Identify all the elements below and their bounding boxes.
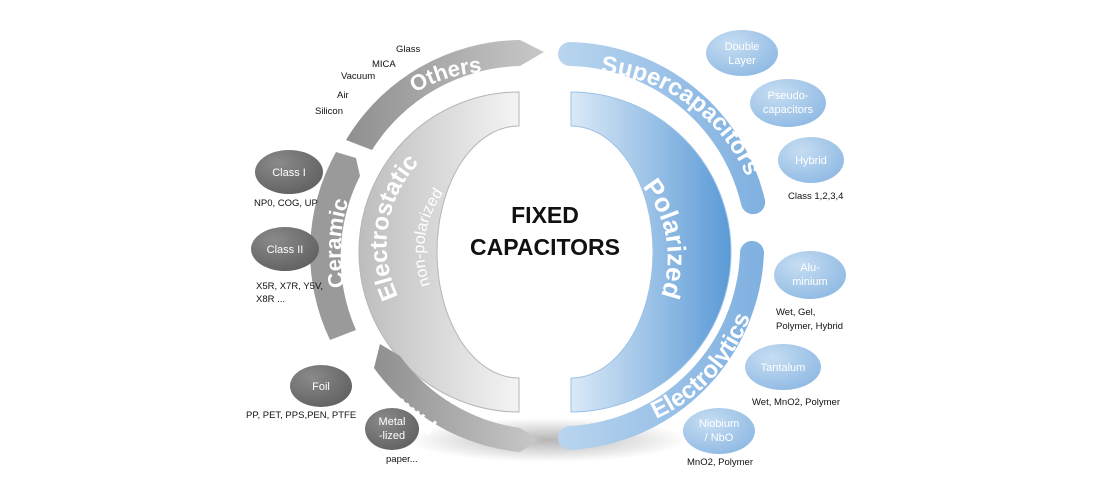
class2-bubble xyxy=(251,227,319,271)
electrostatic-half xyxy=(358,91,520,413)
center-title-line2: CAPACITORS xyxy=(470,234,620,260)
hybrid-label: Hybrid xyxy=(795,155,827,167)
aluminium-line2: minium xyxy=(792,276,827,288)
ceramic-band xyxy=(310,152,360,340)
double-layer-line1: Double xyxy=(725,41,760,53)
class1-bubble xyxy=(255,150,323,194)
metalized-label-line1: Metal xyxy=(379,416,406,428)
center-title-line1: FIXED xyxy=(511,202,579,228)
metalized-label-line2: -lized xyxy=(379,430,405,442)
others-item-vacuum: Vacuum xyxy=(341,71,375,82)
niobium-line1: Niobium xyxy=(699,418,739,430)
niobium-detail: MnO2, Polymer xyxy=(687,457,753,468)
tantalum-label: Tantalum xyxy=(761,362,806,374)
center-disc xyxy=(477,177,613,313)
metalized-bubble xyxy=(365,408,419,450)
others-item-glass: Glass xyxy=(396,44,421,55)
class2-detail-line1: X5R, X7R, Y5V, xyxy=(256,281,323,292)
pseudo-line1: Pseudo- xyxy=(768,90,809,102)
hybrid-detail: Class 1,2,3,4 xyxy=(788,191,843,202)
film-band xyxy=(374,344,538,452)
tantalum-bubble xyxy=(745,344,821,390)
class1-label: Class I xyxy=(272,167,306,179)
pseudo-line2: capacitors xyxy=(763,104,814,116)
double-layer-bubble xyxy=(706,30,778,76)
class1-detail: NP0, COG, UP xyxy=(254,198,318,209)
foil-label: Foil xyxy=(312,381,330,393)
polarized-half xyxy=(570,91,732,413)
hybrid-bubble xyxy=(778,137,844,183)
others-band xyxy=(346,40,544,150)
niobium-bubble xyxy=(683,408,755,454)
supercapacitors-band xyxy=(558,42,766,215)
tantalum-detail: Wet, MnO2, Polymer xyxy=(752,397,840,408)
foil-bubble xyxy=(290,365,352,407)
aluminium-detail-line1: Wet, Gel, xyxy=(776,307,815,318)
class2-detail-line2: X8R ... xyxy=(256,294,285,305)
electrolytics-band xyxy=(558,240,764,450)
others-item-mica: MICA xyxy=(372,59,396,70)
aluminium-line1: Alu- xyxy=(800,262,820,274)
niobium-line2: / NbO xyxy=(705,432,734,444)
double-layer-line2: Layer xyxy=(728,55,756,67)
pseudo-bubble xyxy=(750,79,826,127)
ceramic-title: Ceramic xyxy=(321,195,354,290)
aluminium-bubble xyxy=(774,251,846,299)
class2-label: Class II xyxy=(267,244,304,256)
metalized-detail: paper... xyxy=(386,454,418,465)
foil-detail: PP, PET, PPS,PEN, PTFE xyxy=(246,410,356,421)
aluminium-detail-line2: Polymer, Hybrid xyxy=(776,321,843,332)
others-item-silicon: Silicon xyxy=(315,106,343,117)
others-item-air: Air xyxy=(337,90,349,101)
